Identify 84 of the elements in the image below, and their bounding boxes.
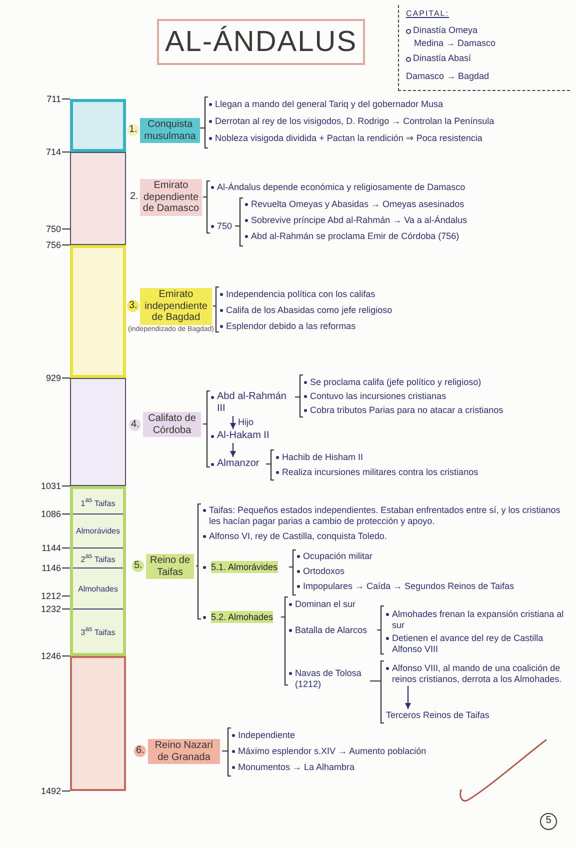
list-item: Se proclama califa (jefe político y religioso) <box>304 377 482 388</box>
period-label: Almohades <box>78 584 118 593</box>
section-heading: Reino de Taifas <box>146 554 194 579</box>
section-number: 1. <box>127 124 140 136</box>
section-number: 5. <box>132 560 144 572</box>
list-item: Dominan el sur <box>289 599 356 610</box>
timeline-segment <box>70 99 126 152</box>
year-label: 1212 <box>40 590 61 602</box>
list-item: Contuvo las incursiones cristianas <box>304 391 446 402</box>
list-item: Derrotan al rey de los visigodos, D. Rodrigo → Controlan la Península <box>209 116 494 127</box>
list-item: Cobra tributos Parias para no atacar a cristianos <box>304 405 504 416</box>
title: AL-ÁNDALUS <box>157 19 365 65</box>
year-label: 1031 <box>40 480 61 492</box>
page-number: 5 <box>540 813 557 830</box>
year-label: 1492 <box>40 785 61 797</box>
list-item: Al-Ándalus depende económica y religiosamente de Damasco <box>211 182 466 193</box>
list-item: Abd al-Rahmán III <box>211 391 291 415</box>
period-label: 1$^{as}$ Taifas <box>80 496 116 508</box>
list-item: Sobrevive príncipe Abd al-Rahmán → Va a al-Ándalus <box>245 215 467 226</box>
section-number: 3. <box>127 300 140 312</box>
period-label: Almorávides <box>76 526 120 536</box>
period-label: 3$^{as}$ Taifas <box>80 625 116 637</box>
list-item: Impopulares → Caída → Segundos Reinos de Taifas <box>297 581 514 592</box>
list-item: Llegan a mando del general Tariq y del gobernador Musa <box>209 99 443 110</box>
list-item: Terceros Reinos de Taifas <box>386 710 490 721</box>
year-label: 756 <box>44 239 61 251</box>
year-label: 1146 <box>40 562 61 574</box>
list-item: Alfonso VIII, al mando de una coalición de reinos cristianos, derrota a los Almohades. <box>386 663 574 685</box>
section-number: 6. <box>134 745 146 757</box>
section-number: 4. <box>129 419 142 431</box>
list-item: Navas de Tolosa (1212) <box>289 668 373 690</box>
section-heading: Emirato dependiente de Damasco <box>140 179 202 216</box>
year-label: 929 <box>44 372 61 384</box>
list-item: Damasco → Bagdad <box>406 71 490 82</box>
capital-panel <box>398 5 570 91</box>
year-label: 750 <box>44 223 61 235</box>
list-item: Ortodoxos <box>297 566 345 577</box>
section-heading: Conquista musulmana <box>140 118 200 143</box>
list-item: Califa de los Abasidas como jefe religioso <box>220 305 392 316</box>
subsection-heading: 5.2. Almohades <box>203 611 276 623</box>
year-label: 1086 <box>40 508 61 520</box>
list-item: Ocupación militar <box>297 551 373 562</box>
list-item: Dinastía Omeya <box>406 25 478 36</box>
list-item: Hachib de Hisham II <box>276 452 364 463</box>
section-heading: Emirato independiente de Bagdad <box>140 288 212 324</box>
section-number: 2. <box>129 191 140 203</box>
timeline-segment <box>70 486 126 656</box>
section-heading: Reino Nazarí de Granada <box>148 739 220 764</box>
list-item: Esplendor debido a las reformas <box>220 321 356 332</box>
list-item: Batalla de Alarcos <box>289 625 368 636</box>
list-item: Detienen el avance del rey de Castilla Alfonso VIII <box>386 633 574 655</box>
list-item: 750 <box>211 221 232 232</box>
list-item: Monumentos → La Alhambra <box>232 762 355 773</box>
list-item: Abd al-Rahmán se proclama Emir de Córdoba (756) <box>245 231 460 242</box>
edge-label: Hijo <box>237 416 255 428</box>
list-item: Taifas: Pequeños estados independientes. Estaban enfrentados entre sí, y los cristianos les hacían pagar parias a cambio de protección y apoyo. <box>203 505 564 527</box>
timeline-segment <box>70 152 126 245</box>
list-item: Al-Hakam II <box>211 430 270 442</box>
panel-heading: CAPITAL: <box>406 8 449 19</box>
period-label: 2$^{as}$ Taifas <box>80 552 116 564</box>
list-item: Máximo esplendor s.XIV → Aumento población <box>232 746 426 757</box>
list-item: Revuelta Omeyas y Abasidas → Omeyas asesinados <box>245 199 464 210</box>
list-item: Almohades frenan la expansión cristiana al sur <box>386 609 574 631</box>
timeline-segment <box>70 245 126 378</box>
timeline-segment <box>70 656 126 791</box>
arrow <box>405 686 411 709</box>
year-label: 714 <box>44 146 61 158</box>
list-item: Independencia política con los califas <box>220 289 376 300</box>
year-label: 1246 <box>40 650 61 662</box>
list-item: Realiza incursiones militares contra los cristianos <box>276 467 478 478</box>
year-label: 1144 <box>40 542 61 554</box>
list-item: Independiente <box>232 730 296 741</box>
subsection-heading: 5.1. Almorávides <box>203 561 280 573</box>
year-label: 711 <box>46 93 61 105</box>
timeline-segment <box>70 378 126 486</box>
list-item: Nobleza visigoda dividida + Pactan la rendición ⇒ Poca resistencia <box>209 133 482 144</box>
list-item: Medina → Damasco <box>414 38 496 49</box>
arrow <box>230 443 236 457</box>
year-label: 1232 <box>40 603 61 615</box>
arrow <box>230 416 236 429</box>
section-heading: Califato de Córdoba <box>143 412 201 437</box>
list-item: Almanzor <box>211 458 260 470</box>
list-item: Alfonso VI, rey de Castilla, conquista Toledo. <box>203 531 387 542</box>
list-item: Dinastía Abasí <box>406 53 472 64</box>
